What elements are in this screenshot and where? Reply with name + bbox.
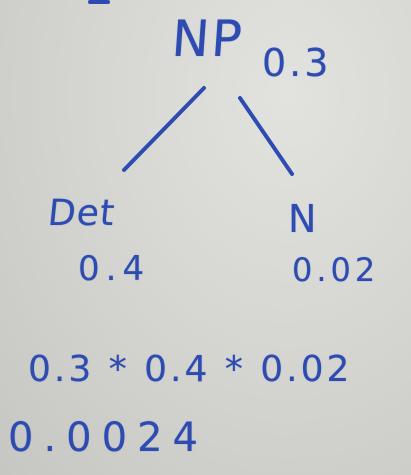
right-node-probability: 0.02 <box>292 251 380 289</box>
left-node-probability: 0.4 <box>78 249 151 289</box>
edge-root-right <box>238 96 294 176</box>
right-node-label: N <box>288 197 317 241</box>
edge-root-left <box>122 86 206 172</box>
calculation-expression: 0.3 * 0.4 * 0.02 <box>28 349 353 390</box>
root-node-probability: 0.3 <box>262 41 332 85</box>
root-node-label: NP <box>169 10 246 68</box>
ink-mark <box>88 0 110 4</box>
left-node-label: Det <box>45 193 118 234</box>
calculation-result: 0.0024 <box>8 415 208 461</box>
